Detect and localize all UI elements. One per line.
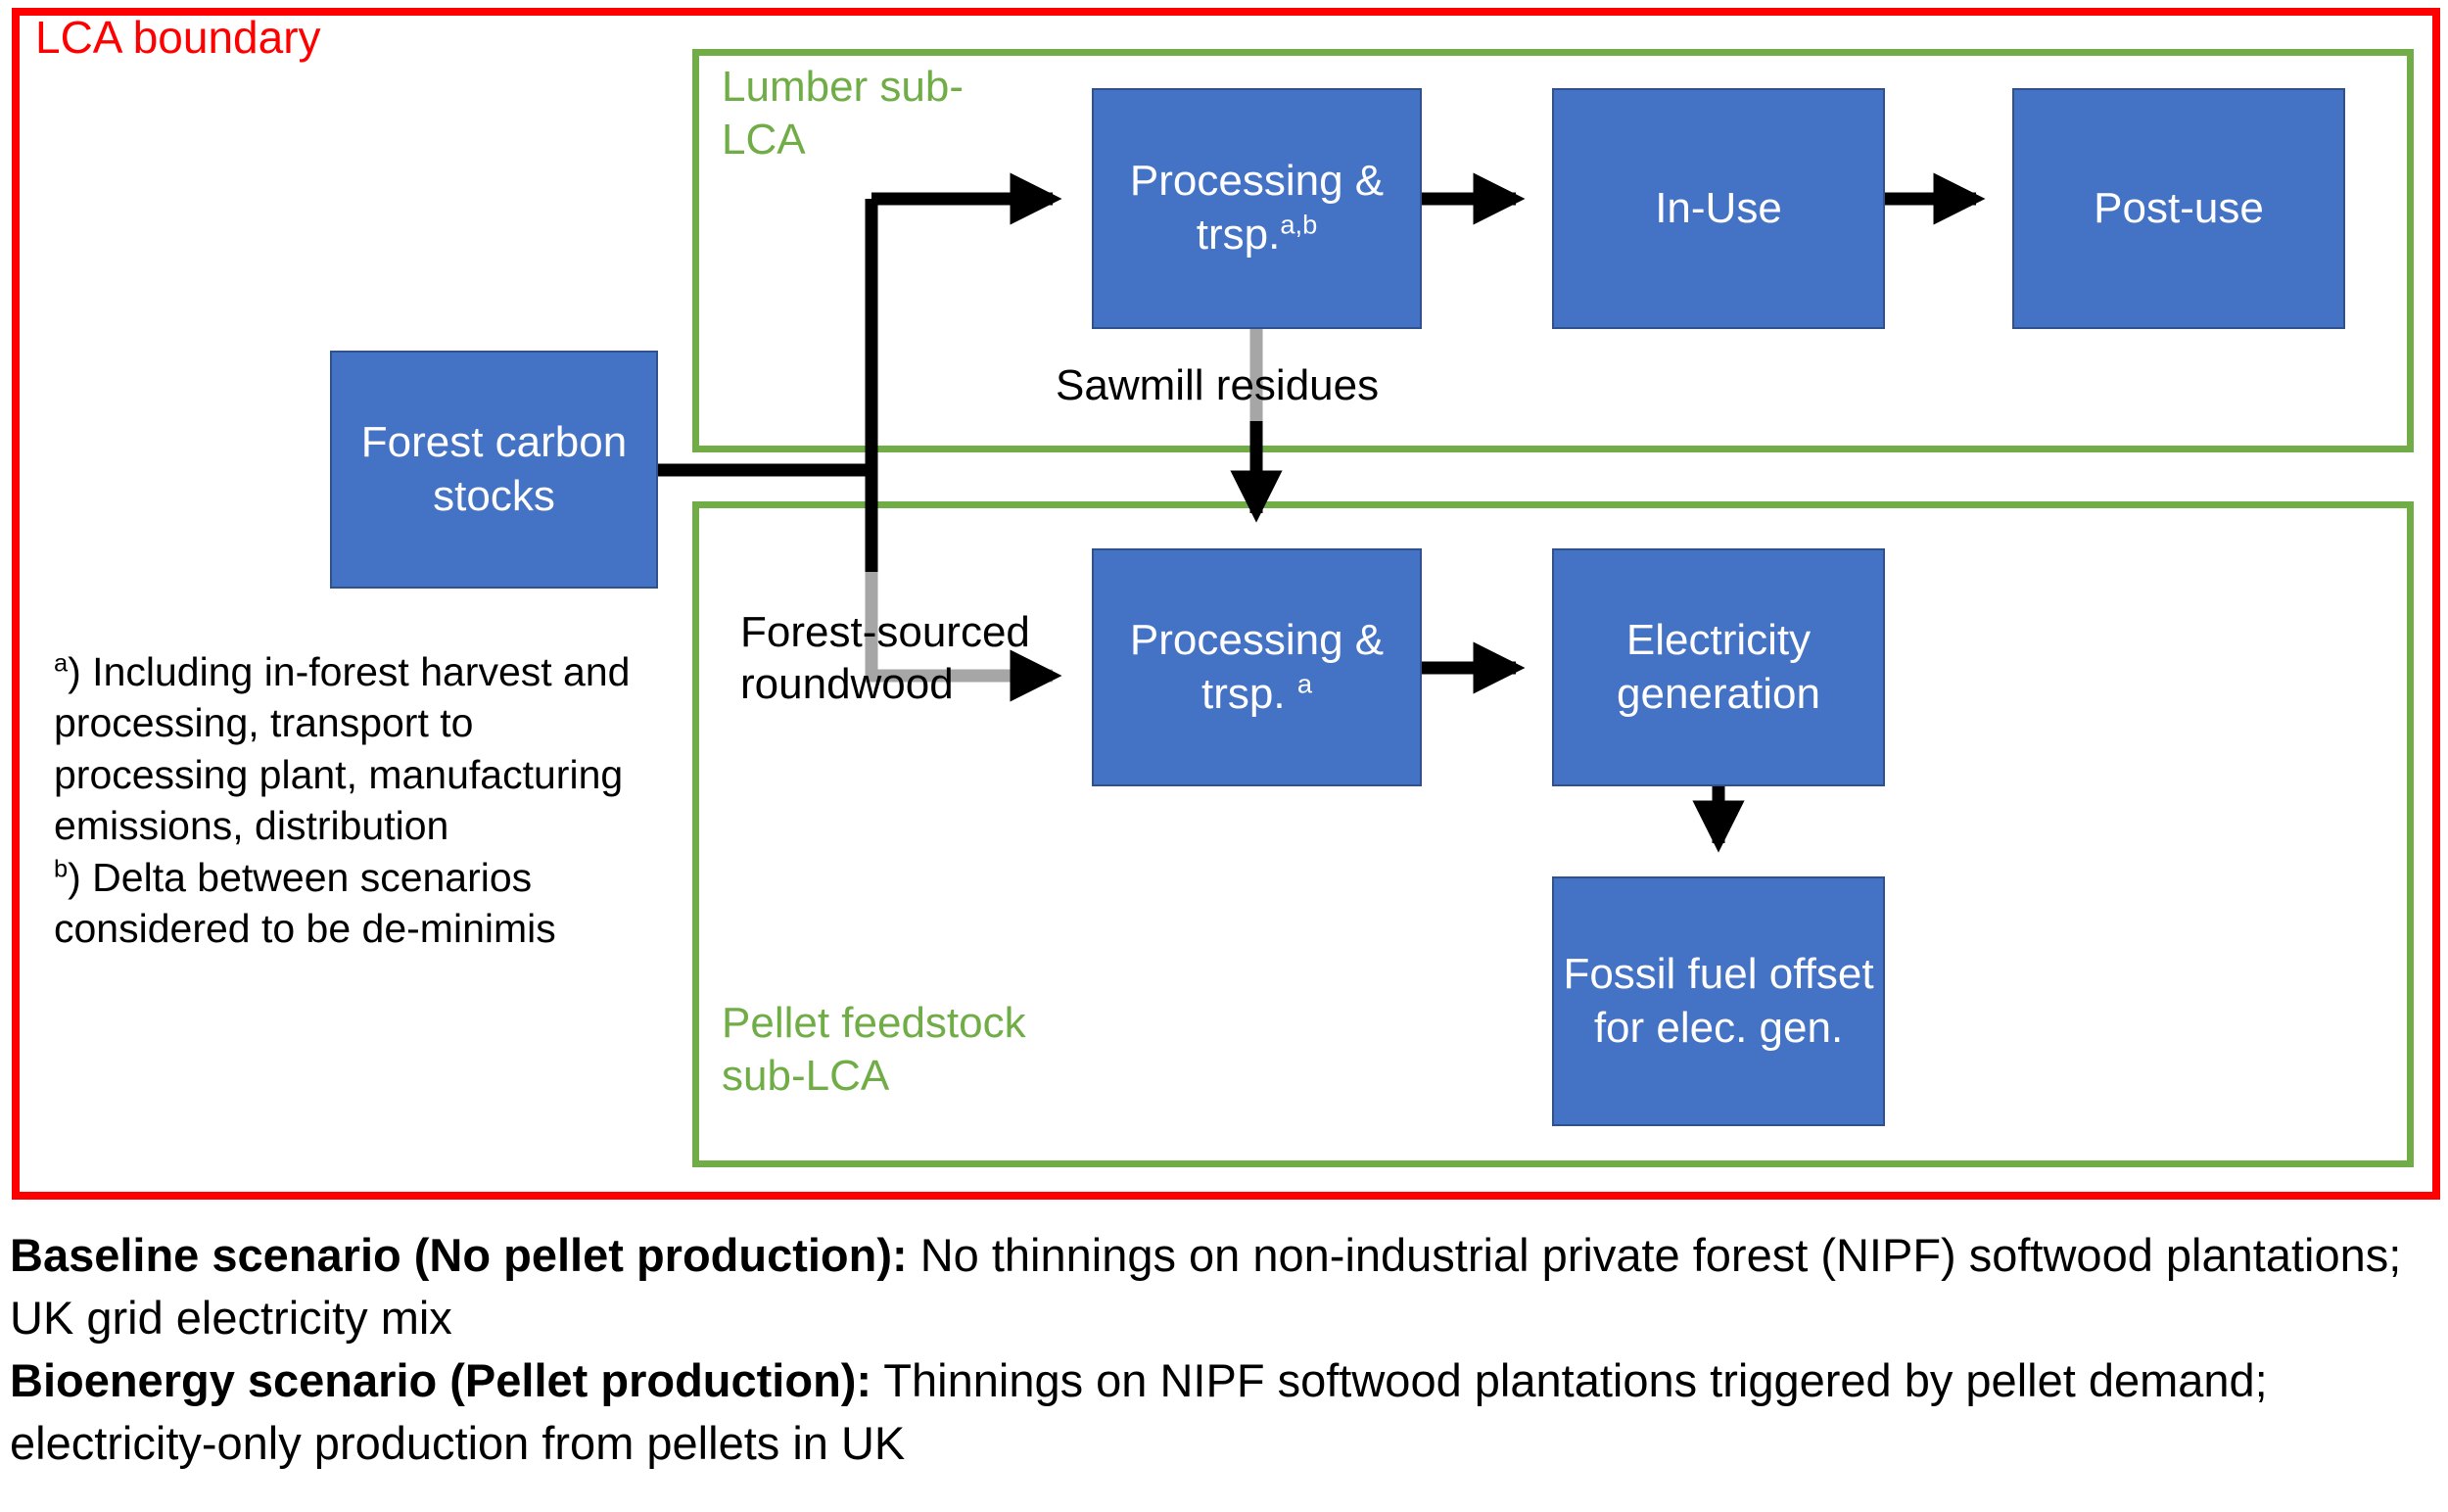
lumber-sub-lca-label: Lumber sub-LCA — [722, 63, 965, 164]
box-processing-trsp-pellet-label: Processing & trsp. a — [1094, 614, 1420, 721]
lumber-sub-lca-frame — [692, 49, 2414, 452]
box-processing-trsp-pellet-text: Processing & trsp. — [1129, 615, 1385, 718]
box-processing-trsp-lumber-text: Processing & trsp. — [1129, 157, 1385, 259]
caption-bioenergy-title: Bioenergy scenario (Pellet production): — [10, 1353, 872, 1406]
box-post-use-label: Post-use — [2094, 183, 2264, 232]
box-post-use[interactable]: Post-use — [2012, 88, 2345, 329]
pellet-feedstock-sub-lca-frame — [692, 501, 2414, 1167]
footnote-a-marker: a — [54, 649, 69, 678]
footnote-b-text: ) Delta between scenarios considered to … — [54, 854, 556, 952]
footnote-a-text: ) Including in-forest harvest and proces… — [54, 649, 631, 849]
footnote-a: a) Including in-forest harvest and proce… — [54, 646, 661, 852]
box-processing-trsp-pellet[interactable]: Processing & trsp. a — [1092, 548, 1422, 786]
box-fossil-fuel-offset[interactable]: Fossil fuel offset for elec. gen. — [1552, 876, 1885, 1126]
box-forest-carbon-stocks-label: Forest carbon stocks — [360, 417, 628, 520]
flow-label-forest-sourced-roundwood: Forest-sourced roundwood — [740, 608, 1030, 708]
box-electricity-generation[interactable]: Electricity generation — [1552, 548, 1885, 786]
caption-bioenergy-text: Thinnings on NIPF softwood plantations t… — [10, 1353, 2268, 1469]
box-processing-trsp-lumber-footnote-marker: a,b — [1280, 209, 1318, 240]
box-processing-trsp-pellet-footnote-marker: a — [1296, 667, 1312, 698]
scenario-caption: Baseline scenario (No pellet production)… — [10, 1224, 2428, 1475]
box-fossil-fuel-offset-label: Fossil fuel offset for elec. gen. — [1563, 949, 1874, 1052]
box-in-use[interactable]: In-Use — [1552, 88, 1885, 329]
box-processing-trsp-lumber[interactable]: Processing & trsp.a,b — [1092, 88, 1422, 329]
caption-baseline-title: Baseline scenario (No pellet production)… — [10, 1229, 908, 1281]
footnote-b: b) Delta between scenarios considered to… — [54, 852, 661, 955]
box-forest-carbon-stocks[interactable]: Forest carbon stocks — [330, 351, 658, 589]
footnote-b-marker: b — [54, 855, 69, 883]
lca-boundary-frame — [12, 8, 2440, 1200]
caption-baseline-text: No thinnings on non-industrial private f… — [10, 1229, 2402, 1344]
caption-bioenergy: Bioenergy scenario (Pellet production): … — [10, 1349, 2428, 1475]
footnotes-block: a) Including in-forest harvest and proce… — [54, 646, 661, 955]
box-in-use-label: In-Use — [1655, 183, 1782, 232]
caption-baseline: Baseline scenario (No pellet production)… — [10, 1224, 2428, 1349]
flow-label-sawmill-residues: Sawmill residues — [1056, 361, 1380, 409]
box-electricity-generation-label: Electricity generation — [1617, 615, 1820, 718]
box-processing-trsp-lumber-label: Processing & trsp.a,b — [1094, 155, 1420, 261]
lca-boundary-label: LCA boundary — [35, 12, 321, 63]
pellet-feedstock-sub-lca-label: Pellet feedstock sub-LCA — [722, 999, 1026, 1100]
